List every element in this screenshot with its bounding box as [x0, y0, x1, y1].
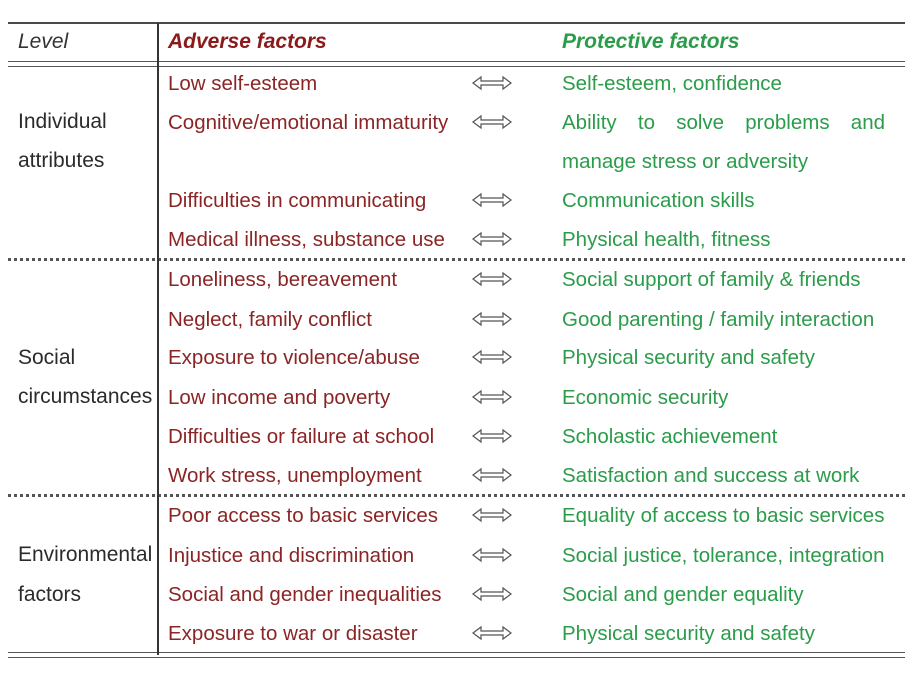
group-divider	[8, 258, 905, 261]
double-headed-arrow-icon	[472, 625, 512, 641]
adverse-factor: Loneliness, bereavement	[168, 268, 398, 291]
adverse-factor: Cognitive/emotional immaturity	[168, 111, 449, 134]
level-label-social: Social	[18, 346, 76, 369]
double-headed-arrow-icon	[472, 586, 512, 602]
double-headed-arrow-icon	[472, 389, 512, 405]
table-row: Injustice and discrimination Social just…	[0, 536, 915, 575]
table-row: Medical illness, substance use Physical …	[0, 220, 915, 259]
adverse-factor: Exposure to violence/abuse	[168, 346, 420, 369]
double-headed-arrow-icon	[472, 75, 512, 91]
table-row: Exposure to violence/abuse Physical secu…	[0, 338, 915, 377]
protective-factor: Physical security and safety	[562, 346, 815, 369]
table-row: Work stress, unemployment Satisfaction a…	[0, 456, 915, 495]
level-label-individual: Individual	[18, 110, 107, 133]
double-headed-arrow-icon	[472, 547, 512, 563]
adverse-factor: Neglect, family conflict	[168, 308, 372, 331]
double-headed-arrow-icon	[472, 507, 512, 523]
header-rule	[8, 61, 905, 67]
adverse-factor: Difficulties in communicating	[168, 189, 427, 212]
adverse-factor: Low income and poverty	[168, 386, 391, 409]
protective-factor: Physical health, fitness	[562, 228, 771, 251]
table-row: Cognitive/emotional immaturity Ability t…	[0, 103, 915, 142]
protective-factor: Self-esteem, confidence	[562, 72, 782, 95]
double-headed-arrow-icon	[472, 428, 512, 444]
level-label-environmental: factors	[18, 583, 82, 606]
group-divider	[8, 494, 905, 497]
adverse-factor: Difficulties or failure at school	[168, 425, 435, 448]
table-row: Difficulties or failure at school Schola…	[0, 417, 915, 456]
table-row: Poor access to basic services Equality o…	[0, 496, 915, 535]
double-headed-arrow-icon	[472, 192, 512, 208]
table-row: Social and gender inequalities Social an…	[0, 575, 915, 614]
protective-factor: manage stress or adversity	[562, 150, 809, 173]
adverse-factor: Medical illness, substance use	[168, 228, 445, 251]
adverse-factor: Exposure to war or disaster	[168, 622, 418, 645]
table-row: Low income and poverty Economic security	[0, 378, 915, 417]
header-protective-factors: Protective factors	[562, 30, 740, 53]
level-label-social: circumstances	[18, 385, 153, 408]
table-row: Loneliness, bereavement Social support o…	[0, 260, 915, 299]
adverse-factor: Poor access to basic services	[168, 504, 439, 527]
double-headed-arrow-icon	[472, 467, 512, 483]
header-level: Level	[18, 30, 69, 53]
protective-factor: Social and gender equality	[562, 583, 804, 606]
level-label-individual: attributes	[18, 149, 105, 172]
protective-factor: Communication skills	[562, 189, 755, 212]
header-adverse-factors: Adverse factors	[168, 30, 327, 53]
table-row: Exposure to war or disaster Physical sec…	[0, 614, 915, 653]
double-headed-arrow-icon	[472, 271, 512, 287]
protective-factor: Social support of family & friends	[562, 268, 861, 291]
protective-factor: Satisfaction and success at work	[562, 464, 860, 487]
double-headed-arrow-icon	[472, 311, 512, 327]
protective-factor: Economic security	[562, 386, 729, 409]
protective-factor: Physical security and safety	[562, 622, 815, 645]
double-headed-arrow-icon	[472, 231, 512, 247]
table-top-rule	[8, 22, 905, 24]
table-row: manage stress or adversity	[0, 142, 915, 181]
table-bottom-rule	[8, 652, 905, 658]
adverse-factor: Injustice and discrimination	[168, 544, 415, 567]
adverse-factor: Social and gender inequalities	[168, 583, 442, 606]
level-label-environmental: Environmental	[18, 543, 153, 566]
column-divider	[157, 23, 159, 655]
double-headed-arrow-icon	[472, 349, 512, 365]
table-row: Neglect, family conflict Good parenting …	[0, 300, 915, 339]
protective-factor: Scholastic achievement	[562, 425, 778, 448]
table-row: Low self-esteem Self-esteem, confidence	[0, 64, 915, 103]
protective-factor: Equality of access to basic services	[562, 504, 885, 527]
protective-factor: Ability to solve problems and	[562, 111, 885, 134]
protective-factor: Good parenting / family interaction	[562, 308, 875, 331]
double-headed-arrow-icon	[472, 114, 512, 130]
protective-factor: Social justice, tolerance, integration	[562, 544, 885, 567]
table-row: Difficulties in communicating Communicat…	[0, 181, 915, 220]
adverse-factor: Work stress, unemployment	[168, 464, 422, 487]
adverse-factor: Low self-esteem	[168, 72, 318, 95]
